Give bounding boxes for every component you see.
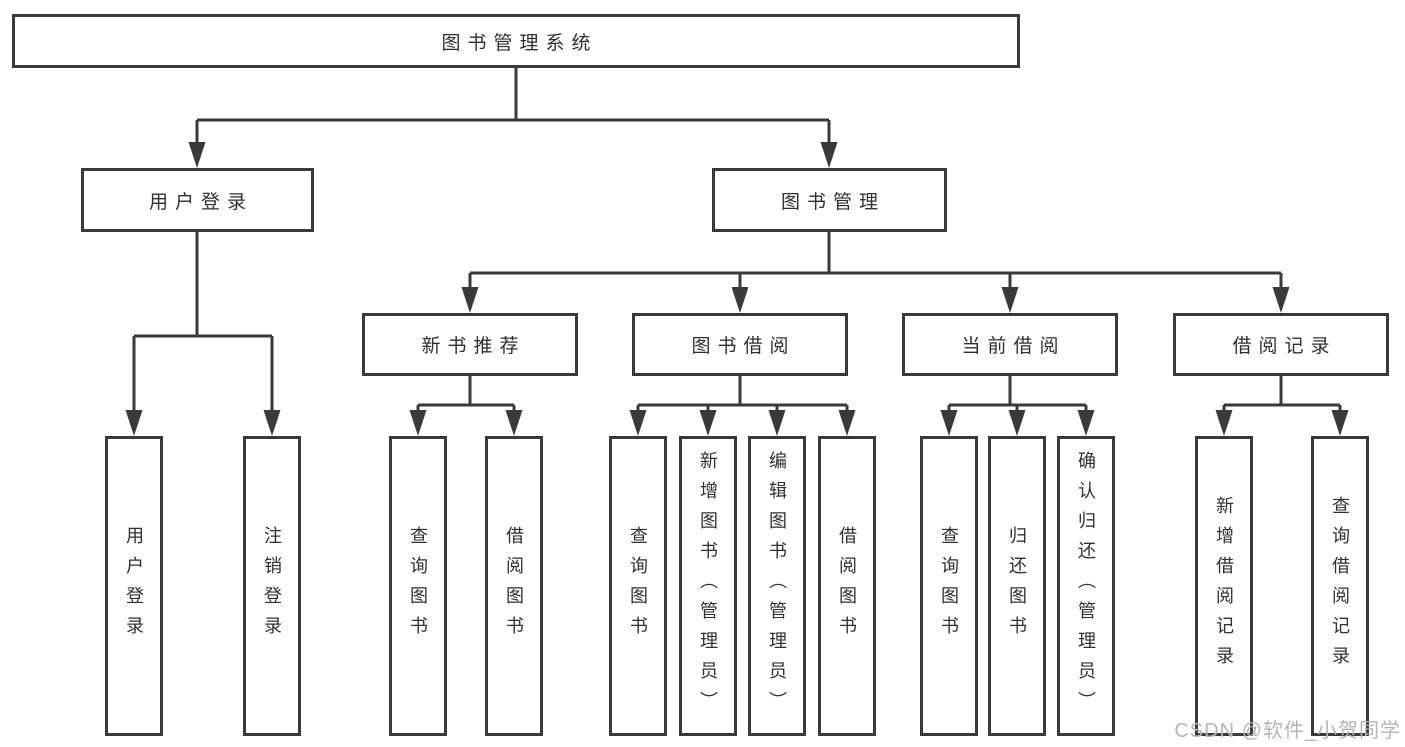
arrowhead — [1272, 287, 1290, 313]
leaf-query-books-1: 查询图书 — [389, 436, 447, 736]
arrowhead — [1215, 410, 1233, 436]
leaf-confirm-return-admin: 确认归还（管理员） — [1057, 436, 1115, 736]
leaf-edit-books-admin: 编辑图书（管理员） — [748, 436, 806, 736]
arrowhead — [940, 410, 958, 436]
leaf-return-books: 归还图书 — [988, 436, 1046, 736]
arrowhead — [699, 410, 717, 436]
arrowhead — [731, 287, 749, 313]
leaf-borrow-books-2: 借阅图书 — [818, 436, 876, 736]
arrowhead — [409, 410, 427, 436]
node-new-book-recommend: 新书推荐 — [362, 313, 578, 376]
arrowhead — [838, 410, 856, 436]
arrowhead — [461, 287, 479, 313]
leaf-add-books-admin: 新增图书（管理员） — [679, 436, 737, 736]
leaf-query-borrow-record: 查询借阅记录 — [1311, 436, 1369, 736]
leaf-borrow-books-1: 借阅图书 — [485, 436, 543, 736]
arrowhead — [188, 142, 206, 168]
arrowhead — [1008, 410, 1026, 436]
arrowhead — [125, 410, 143, 436]
arrowhead — [1077, 410, 1095, 436]
leaf-logout-login: 注销登录 — [243, 436, 301, 736]
arrowhead — [263, 410, 281, 436]
arrowhead — [629, 410, 647, 436]
node-book-management: 图书管理 — [712, 168, 947, 232]
csdn-watermark: CSDN @软件_小贺同学 — [1174, 720, 1401, 742]
node-user-login: 用户登录 — [81, 168, 314, 232]
leaf-query-books-3: 查询图书 — [920, 436, 978, 736]
arrowhead — [1331, 410, 1349, 436]
arrowhead — [505, 410, 523, 436]
node-borrowing-records: 借阅记录 — [1173, 313, 1389, 376]
leaf-user-login: 用户登录 — [105, 436, 163, 736]
arrowhead — [1001, 287, 1019, 313]
node-current-borrowing: 当前借阅 — [902, 313, 1118, 376]
node-library-management-system: 图书管理系统 — [12, 14, 1020, 68]
arrowhead — [820, 142, 838, 168]
leaf-add-borrow-record: 新增借阅记录 — [1195, 436, 1253, 736]
arrowhead — [768, 410, 786, 436]
leaf-query-books-2: 查询图书 — [609, 436, 667, 736]
node-book-borrowing: 图书借阅 — [632, 313, 848, 376]
